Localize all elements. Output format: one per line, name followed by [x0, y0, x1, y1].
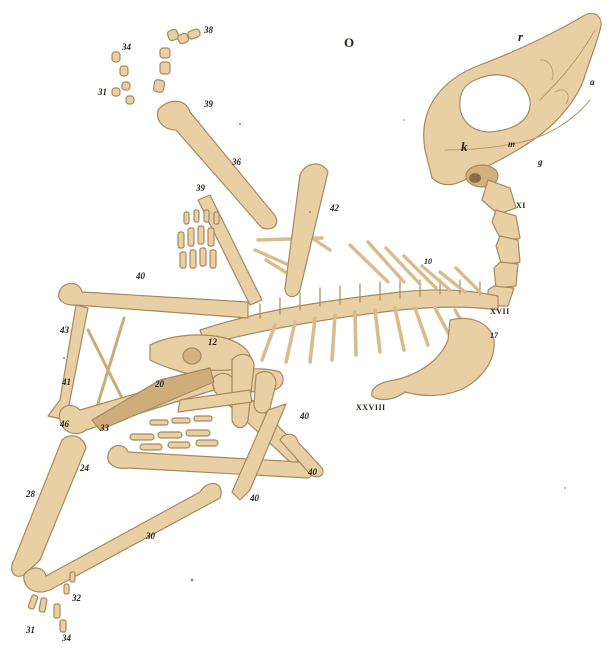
- label-28: 28: [26, 490, 35, 499]
- label-38: 38: [204, 26, 213, 35]
- label-31-top: 31: [98, 88, 107, 97]
- label-43: 43: [60, 326, 69, 335]
- label-XI: XI: [516, 202, 526, 210]
- wing-finger-phalanx-2: [48, 305, 88, 420]
- label-46: 46: [60, 420, 69, 429]
- label-36: 36: [232, 158, 241, 167]
- label-40-right: 40: [308, 468, 317, 477]
- loose-phalanges-top: [112, 28, 201, 104]
- label-XXVIII: XXVIII: [356, 404, 386, 412]
- label-20: 20: [155, 380, 164, 389]
- label-30: 30: [146, 532, 155, 541]
- label-39-mid: 39: [196, 184, 205, 193]
- metacarpals-lower: [130, 416, 218, 450]
- label-39-top: 39: [204, 100, 213, 109]
- label-a: a: [590, 78, 595, 87]
- label-g: g: [538, 158, 543, 167]
- label-17: 17: [490, 332, 498, 340]
- label-m: m: [508, 140, 515, 149]
- label-XVII: XVII: [490, 308, 510, 316]
- label-34-bottom: 34: [62, 634, 71, 643]
- tibia-left: [12, 436, 86, 576]
- label-10: 10: [424, 258, 432, 266]
- label-40-lower: 40: [250, 494, 259, 503]
- label-33: 33: [100, 424, 109, 433]
- label-k: k: [461, 140, 468, 153]
- label-32: 32: [72, 594, 81, 603]
- label-41: 41: [62, 378, 71, 387]
- label-34-top: 34: [122, 43, 131, 52]
- label-40-left: 40: [136, 272, 145, 281]
- plate-letter: O: [344, 36, 354, 49]
- label-24: 24: [80, 464, 89, 473]
- fibula-pair: [88, 318, 128, 410]
- label-r: r: [518, 30, 523, 43]
- skull: [424, 13, 601, 187]
- sternum: [372, 318, 494, 399]
- cervical-vertebrae: [482, 180, 520, 306]
- radius-ulna: [285, 164, 328, 297]
- label-40-mid: 40: [300, 412, 309, 421]
- label-31-bottom: 31: [26, 626, 35, 635]
- label-12: 12: [208, 338, 217, 347]
- label-42: 42: [330, 204, 339, 213]
